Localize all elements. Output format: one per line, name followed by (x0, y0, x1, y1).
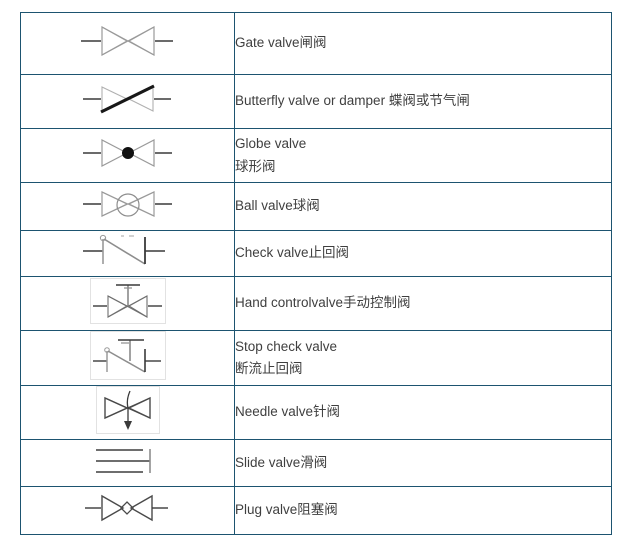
valve-symbol-table: Gate valve闸阀 Butterfly valve or damper 蝶… (20, 12, 612, 535)
hand-control-valve-symbol (89, 278, 166, 324)
symbol-cell (20, 330, 235, 386)
table-row: Hand controlvalve手动控制阀 (20, 276, 612, 331)
label-text: Plug valve阻塞阀 (235, 502, 338, 518)
label-text: Hand controlvalve手动控制阀 (235, 295, 411, 311)
table-row: Slide valve滑阀 (20, 439, 612, 487)
table-row: Stop check valve 断流止回阀 (20, 330, 612, 386)
table-row: Gate valve闸阀 (20, 12, 612, 75)
label-text: Ball valve球阀 (235, 198, 320, 214)
globe-valve-symbol (73, 133, 183, 173)
ball-valve-symbol (73, 184, 183, 224)
label-cell: Plug valve阻塞阀 (234, 486, 612, 535)
butterfly-valve-symbol (73, 79, 183, 119)
symbol-cell (20, 439, 235, 487)
table-row: Check valve止回阀 (20, 230, 612, 277)
label-cell: Hand controlvalve手动控制阀 (234, 276, 612, 331)
label-text: Butterfly valve or damper 蝶阀或节气闸 (235, 93, 470, 109)
plug-valve-symbol (73, 488, 183, 528)
label-cell: Stop check valve 断流止回阀 (234, 330, 612, 386)
symbol-cell (20, 385, 235, 440)
label-text: Needle valve针阀 (235, 404, 341, 420)
label-cell: Ball valve球阀 (234, 182, 612, 231)
symbol-cell (20, 230, 235, 277)
table-row: Needle valve针阀 (20, 385, 612, 440)
label-cell: Gate valve闸阀 (234, 12, 612, 75)
valve-table-body: Gate valve闸阀 Butterfly valve or damper 蝶… (20, 12, 612, 535)
symbol-cell (20, 12, 235, 75)
symbol-cell (20, 276, 235, 331)
table-row: Plug valve阻塞阀 (20, 486, 612, 535)
label-text: Gate valve闸阀 (235, 35, 327, 51)
label-cell: Slide valve滑阀 (234, 439, 612, 487)
symbol-cell (20, 128, 235, 183)
label-text-cn: 断流止回阀 (235, 361, 303, 376)
label-cell: Needle valve针阀 (234, 385, 612, 440)
stop-check-valve-symbol (89, 331, 166, 380)
label-text: Slide valve滑阀 (235, 454, 328, 470)
label-text: Stop check valve (235, 338, 338, 354)
label-cell: Globe valve 球形阀 (234, 128, 612, 183)
symbol-cell (20, 486, 235, 535)
table-row: Butterfly valve or damper 蝶阀或节气闸 (20, 74, 612, 129)
slide-valve-symbol (88, 445, 168, 477)
gate-valve-symbol (73, 21, 183, 61)
symbol-cell (20, 74, 235, 129)
table-row: Globe valve 球形阀 (20, 128, 612, 183)
check-valve-symbol (73, 231, 183, 271)
label-text-cn: 球形阀 (235, 158, 276, 174)
label-text: Globe valve (235, 136, 307, 152)
label-cell: Butterfly valve or damper 蝶阀或节气闸 (234, 74, 612, 129)
label-text: Check valve止回阀 (235, 245, 350, 261)
symbol-cell (20, 182, 235, 231)
table-row: Ball valve球阀 (20, 182, 612, 231)
needle-valve-symbol (95, 386, 160, 434)
label-cell: Check valve止回阀 (234, 230, 612, 277)
